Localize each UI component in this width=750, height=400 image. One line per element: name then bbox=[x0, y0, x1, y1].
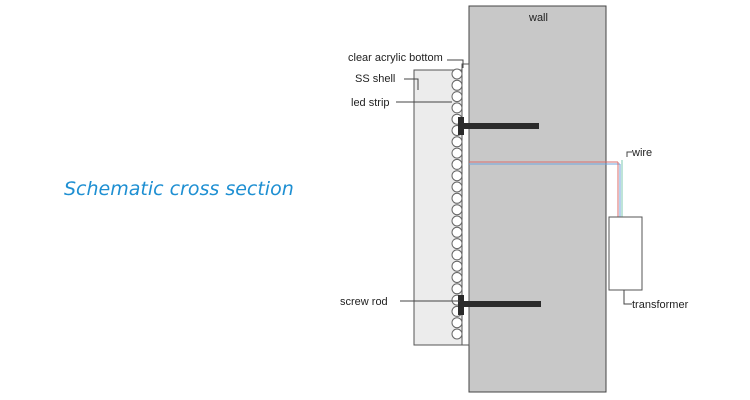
led bbox=[451, 204, 463, 216]
led bbox=[451, 79, 463, 91]
led-strip bbox=[451, 68, 463, 340]
led bbox=[451, 181, 463, 193]
transformer-label: transformer bbox=[632, 299, 689, 311]
led bbox=[451, 192, 463, 204]
led bbox=[451, 283, 463, 295]
callout-lines bbox=[396, 59, 632, 305]
led bbox=[451, 215, 463, 227]
wall bbox=[468, 5, 607, 393]
led bbox=[451, 91, 463, 103]
led bbox=[451, 158, 463, 170]
transformer bbox=[608, 216, 643, 291]
led bbox=[451, 238, 463, 250]
led bbox=[451, 102, 463, 114]
led bbox=[451, 249, 463, 261]
wire-label: wire bbox=[631, 147, 652, 159]
led bbox=[451, 68, 463, 80]
wire bbox=[469, 160, 623, 217]
led bbox=[451, 260, 463, 272]
led bbox=[451, 328, 463, 340]
clear-acrylic-bottom bbox=[461, 63, 470, 346]
led bbox=[451, 272, 463, 283]
led bbox=[451, 317, 463, 329]
schematic-title: Schematic cross section bbox=[64, 178, 294, 200]
led bbox=[451, 136, 463, 148]
led bbox=[451, 147, 463, 159]
clear-acrylic-bottom-label: clear acrylic bottom bbox=[348, 52, 443, 64]
ss-shell-label: SS shell bbox=[355, 73, 395, 85]
led bbox=[451, 226, 463, 238]
screw-rod-top bbox=[458, 117, 539, 135]
led-strip-label: led strip bbox=[351, 97, 390, 109]
led bbox=[451, 170, 463, 182]
wall-label: wall bbox=[528, 12, 548, 24]
screw-rod-bottom bbox=[458, 295, 541, 315]
screw-rod-label: screw rod bbox=[340, 296, 388, 308]
